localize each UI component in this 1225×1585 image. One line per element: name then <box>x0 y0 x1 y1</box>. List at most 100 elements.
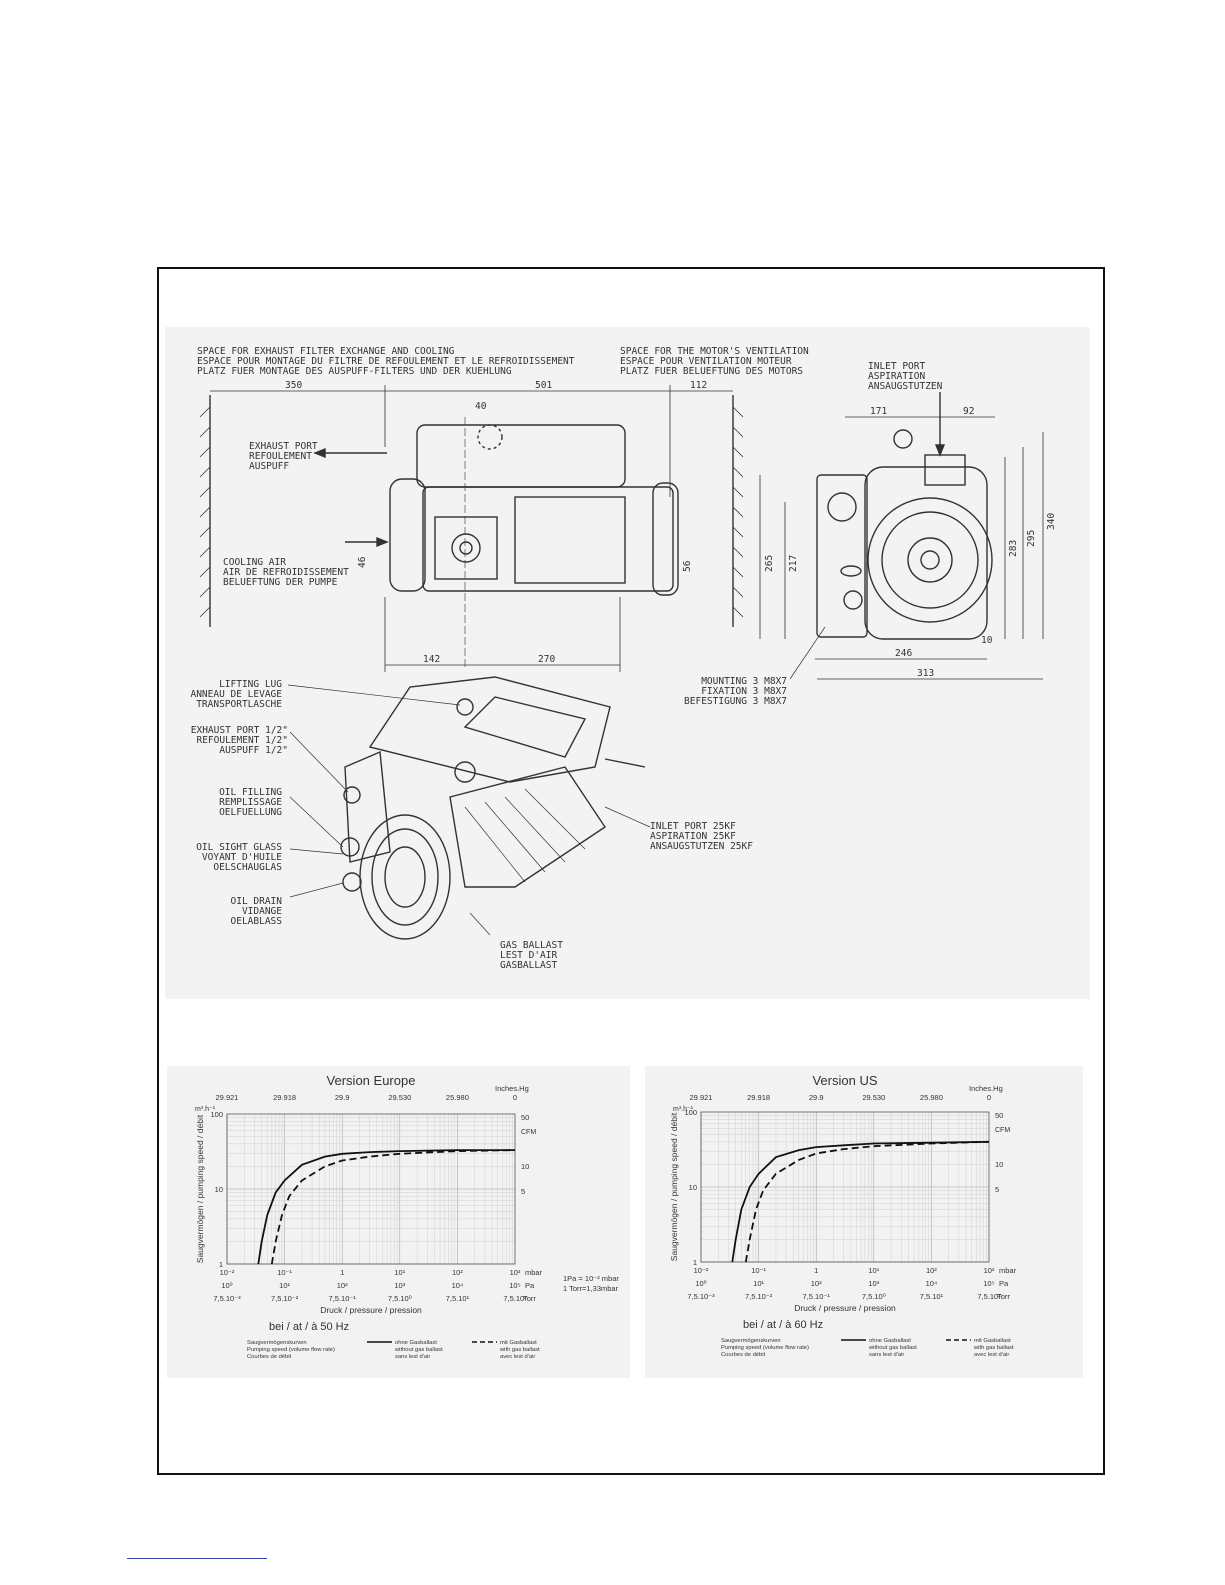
top-tick-label: 29.9 <box>335 1093 350 1102</box>
y-tick-label-right: 5 <box>995 1185 999 1194</box>
top-tick-label: 29.918 <box>747 1093 770 1102</box>
x-unit-pa: Pa <box>999 1279 1009 1288</box>
dim-265: 265 <box>764 555 775 572</box>
legend-dashed-line: avec lest d'air <box>974 1352 1009 1358</box>
y-unit-right: CFM <box>521 1129 536 1136</box>
note-inlet-2: ASPIRATION <box>868 371 925 382</box>
note-lifting-2: ANNEAU DE LEVAGE <box>190 689 282 700</box>
x-unit-torr: Torr <box>523 1294 536 1303</box>
frequency-label: bei / at / à 60 Hz <box>743 1319 823 1331</box>
x-tick-label-torr: 7,5.10¹ <box>920 1292 944 1301</box>
page-frame <box>157 267 1105 1475</box>
x-tick-label-mbar: 10² <box>926 1266 937 1275</box>
legend-caption-line: Pumping speed (volume flow rate) <box>247 1347 335 1353</box>
y-tick-label-left: 10 <box>689 1183 697 1192</box>
y-unit-left: m³.h⁻¹ <box>673 1106 694 1113</box>
y-unit-right: CFM <box>995 1127 1010 1134</box>
top-axis-unit: Inches.Hg <box>969 1084 1003 1093</box>
note-gas-ballast-1: GAS BALLAST <box>500 940 563 951</box>
dim-46: 46 <box>357 556 368 568</box>
note-exhaust-half-1: EXHAUST PORT 1/2" <box>191 725 288 736</box>
x-tick-label-mbar: 10³ <box>510 1268 521 1277</box>
note-mounting-1: MOUNTING 3 M8X7 <box>701 676 787 687</box>
top-tick-label: 29.918 <box>273 1093 296 1102</box>
note-inlet-kf-2: ASPIRATION 25KF <box>650 831 736 842</box>
top-tick-label: 29.921 <box>690 1093 713 1102</box>
y-tick-label-left: 100 <box>684 1108 697 1117</box>
dim-56: 56 <box>682 560 693 572</box>
y-unit-left: m³.h⁻¹ <box>195 1106 216 1113</box>
y-tick-label-right: 5 <box>521 1187 525 1196</box>
x-unit-mbar: mbar <box>525 1268 543 1277</box>
x-tick-label-mbar: 10³ <box>984 1266 995 1275</box>
note-cooling-3: BELUEFTUNG DER PUMPE <box>223 577 338 588</box>
x-tick-label-pa: 10¹ <box>279 1281 290 1290</box>
note-gas-ballast-3: GASBALLAST <box>500 960 557 971</box>
x-tick-label-torr: 7,5.10¹ <box>446 1294 470 1303</box>
legend-solid-line: ohne Gasballast <box>869 1338 911 1344</box>
x-tick-label-torr: 7,5.10² <box>977 1292 1001 1301</box>
note-lifting-1: LIFTING LUG <box>219 679 282 690</box>
note-gas-ballast-2: LEST D'AIR <box>500 950 557 961</box>
pump-dimension-drawing: SPACE FOR EXHAUST FILTER EXCHANGE AND CO… <box>190 346 1057 971</box>
note-mounting-3: BEFESTIGUNG 3 M8X7 <box>684 696 787 707</box>
x-axis-label: Druck / pressure / pression <box>320 1305 422 1315</box>
dim-270: 270 <box>538 654 555 665</box>
note-oil-drain-3: OELABLASS <box>231 916 283 927</box>
top-tick-label: 0 <box>513 1093 517 1102</box>
y-axis-label: Saugvermögen / pumping speed / débit <box>669 1112 679 1261</box>
top-tick-label: 29.530 <box>862 1093 885 1102</box>
x-tick-label-mbar: 1 <box>814 1266 818 1275</box>
x-unit-pa: Pa <box>525 1281 535 1290</box>
y-tick-label-left: 1 <box>219 1260 223 1269</box>
note-oil-sight-2: VOYANT D'HUILE <box>202 852 282 863</box>
note-oil-drain-1: OIL DRAIN <box>231 896 283 907</box>
x-tick-label-torr: 7,5.10⁻¹ <box>803 1292 831 1301</box>
conversion-note-pa: 1Pa = 10⁻² mbar <box>563 1274 619 1283</box>
chart-title: Version Europe <box>327 1073 416 1088</box>
x-tick-label-pa: 10³ <box>394 1281 405 1290</box>
legend-solid-line: sans lest d'air <box>395 1354 430 1360</box>
top-tick-label: 29.921 <box>216 1093 239 1102</box>
dim-313: 313 <box>917 668 934 679</box>
note-exhaust-space-1: SPACE FOR EXHAUST FILTER EXCHANGE AND CO… <box>197 346 455 357</box>
x-tick-label-mbar: 10¹ <box>394 1268 405 1277</box>
x-unit-torr: Torr <box>997 1292 1010 1301</box>
x-tick-label-torr: 7,5.10² <box>503 1294 527 1303</box>
legend-dashed-line: avec lest d'air <box>500 1354 535 1360</box>
note-inlet-3: ANSAUGSTUTZEN <box>868 381 943 392</box>
dim-92: 92 <box>963 406 974 417</box>
dim-501: 501 <box>535 380 552 391</box>
x-tick-label-torr: 7,5.10⁻³ <box>687 1292 715 1301</box>
note-inlet-1: INLET PORT <box>868 361 925 372</box>
drawing-labels: SPACE FOR EXHAUST FILTER EXCHANGE AND CO… <box>190 346 1057 971</box>
x-tick-label-torr: 7,5.10⁰ <box>862 1292 886 1301</box>
note-exhaust-2: REFOULEMENT <box>249 451 312 462</box>
dim-246: 246 <box>895 648 912 659</box>
chart-title: Version US <box>812 1073 877 1088</box>
note-exhaust-half-2: REFOULEMENT 1/2" <box>196 735 288 746</box>
top-tick-label: 0 <box>987 1093 991 1102</box>
x-tick-label-pa: 10² <box>811 1279 822 1288</box>
note-exhaust-3: AUSPUFF <box>249 461 289 472</box>
note-motor-space-3: PLATZ FUER BELUEFTUNG DES MOTORS <box>620 366 803 377</box>
legend-solid-line: without gas ballast <box>868 1345 917 1351</box>
dim-112: 112 <box>690 380 707 391</box>
dim-295: 295 <box>1026 530 1037 547</box>
technical-drawing: SPACE FOR EXHAUST FILTER EXCHANGE AND CO… <box>165 327 1090 999</box>
top-tick-label: 25.980 <box>446 1093 469 1102</box>
chart-grid <box>700 1112 989 1263</box>
x-tick-label-torr: 7,5.10⁰ <box>388 1294 412 1303</box>
legend-caption-line: Courbes de débit <box>721 1352 766 1358</box>
x-tick-label-pa: 10⁰ <box>695 1279 706 1288</box>
y-tick-label-left: 1 <box>693 1258 697 1267</box>
note-cooling-1: COOLING AIR <box>223 557 286 568</box>
note-oil-drain-2: VIDANGE <box>242 906 282 917</box>
x-tick-label-pa: 10⁰ <box>221 1281 232 1290</box>
series-without-gas-ballast <box>731 1140 990 1263</box>
y-tick-label-right: 10 <box>995 1160 1003 1169</box>
note-motor-space-2: ESPACE POUR VENTILATION MOTEUR <box>620 356 792 367</box>
top-tick-label: 29.530 <box>388 1093 411 1102</box>
x-axis-label: Druck / pressure / pression <box>794 1303 896 1313</box>
